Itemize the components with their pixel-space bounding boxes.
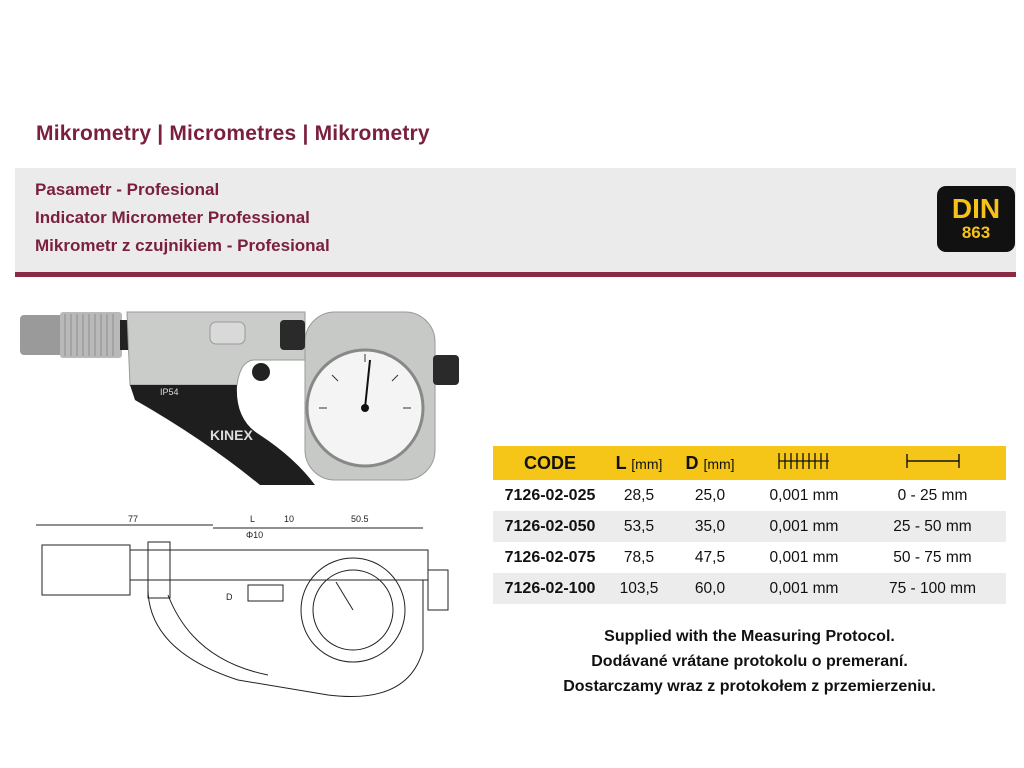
cell-l: 78,5 [607,542,671,573]
dim-D: D [226,592,233,602]
table-row: 7126-02-050 53,5 35,0 0,001 mm 25 - 50 m… [493,511,1006,542]
frame-bottom [130,385,315,485]
din-badge: DIN 863 [937,186,1015,252]
drawing-thimble [41,544,131,596]
dim-10: 10 [284,514,294,524]
brand-logo: KINEX [210,427,253,443]
dial-scale [319,354,411,409]
range-icon [905,453,960,468]
dial-needle [364,359,371,409]
thimble-end [20,315,70,355]
scale-icon [778,452,829,469]
cell-range: 50 - 75 mm [859,542,1006,573]
table-row: 7126-02-025 28,5 25,0 0,001 mm 0 - 25 mm [493,480,1006,511]
subtitle-en: Indicator Micrometer Professional [35,208,310,227]
release-button [433,355,459,385]
note-pl: Dostarczamy wraz z protokołem z przemier… [563,678,936,695]
measuring-knob [252,363,270,381]
cell-code: 7126-02-100 [493,573,607,604]
col-range [859,446,1006,480]
drawing-release [427,569,449,611]
note-sk: Dodávané vrátane protokolu o premeraní. [591,653,908,670]
lock-ring [120,320,128,350]
cell-d: 25,0 [671,480,749,511]
header-band: Pasametr - Profesional Indicator Microme… [15,168,1016,277]
technical-drawing: 77 L 10 50.5 Φ10 D [36,514,449,698]
drawing-dial-outer [300,557,406,663]
col-l-label: L [615,452,627,473]
cell-range: 75 - 100 mm [859,573,1006,604]
dim-phi10: Φ10 [246,530,263,540]
col-d: D [mm] [671,446,749,480]
cell-resolution: 0,001 mm [749,573,859,604]
drawing-knob [247,584,284,602]
col-d-unit: [mm] [703,455,735,472]
frame-top [126,311,306,386]
dim-50-5: 50.5 [351,514,369,524]
col-d-label: D [685,452,699,473]
cell-resolution: 0,001 mm [749,542,859,573]
cell-l: 103,5 [607,573,671,604]
cell-l: 28,5 [607,480,671,511]
table-row: 7126-02-075 78,5 47,5 0,001 mm 50 - 75 m… [493,542,1006,573]
drawing-lock [147,541,171,599]
table-row: 7126-02-100 103,5 60,0 0,001 mm 75 - 100… [493,573,1006,604]
drawing-dial-inner [312,569,394,651]
table-header-row: CODE L [mm] D [mm] [493,446,1006,480]
side-button [280,320,305,350]
cell-resolution: 0,001 mm [749,511,859,542]
dial-center [361,404,369,412]
ip-label: IP54 [160,387,179,397]
cell-d: 60,0 [671,573,749,604]
cell-range: 0 - 25 mm [859,480,1006,511]
col-code: CODE [493,446,607,480]
cell-resolution: 0,001 mm [749,480,859,511]
dim-77: 77 [128,514,138,524]
cell-d: 47,5 [671,542,749,573]
thimble-knurl [64,314,114,356]
cell-code: 7126-02-025 [493,480,607,511]
product-photo: IP54 KINEX [20,311,459,485]
subtitle-cz: Pasametr - Profesional [35,180,220,199]
subtitle-pl: Mikrometr z czujnikiem - Profesional [35,236,330,255]
drawing-spindle [130,549,429,581]
col-l: L [mm] [607,446,671,480]
drawing-frame [147,580,424,698]
drawing-needle [335,581,354,611]
din-badge-top: DIN [951,193,1001,224]
page-title: Mikrometry | Micrometres | Mikrometry [36,122,430,145]
cell-l: 53,5 [607,511,671,542]
cell-d: 35,0 [671,511,749,542]
col-resolution [749,446,859,480]
cell-code: 7126-02-050 [493,511,607,542]
dim-L: L [250,514,255,524]
cell-code: 7126-02-075 [493,542,607,573]
cell-range: 25 - 50 mm [859,511,1006,542]
col-l-unit: [mm] [631,455,663,472]
spec-table: CODE L [mm] D [mm] [493,446,1006,604]
drawing-frame-inner [167,594,269,676]
anvil [209,321,246,345]
note-en: Supplied with the Measuring Protocol. [604,628,895,645]
din-badge-number: 863 [961,223,991,242]
